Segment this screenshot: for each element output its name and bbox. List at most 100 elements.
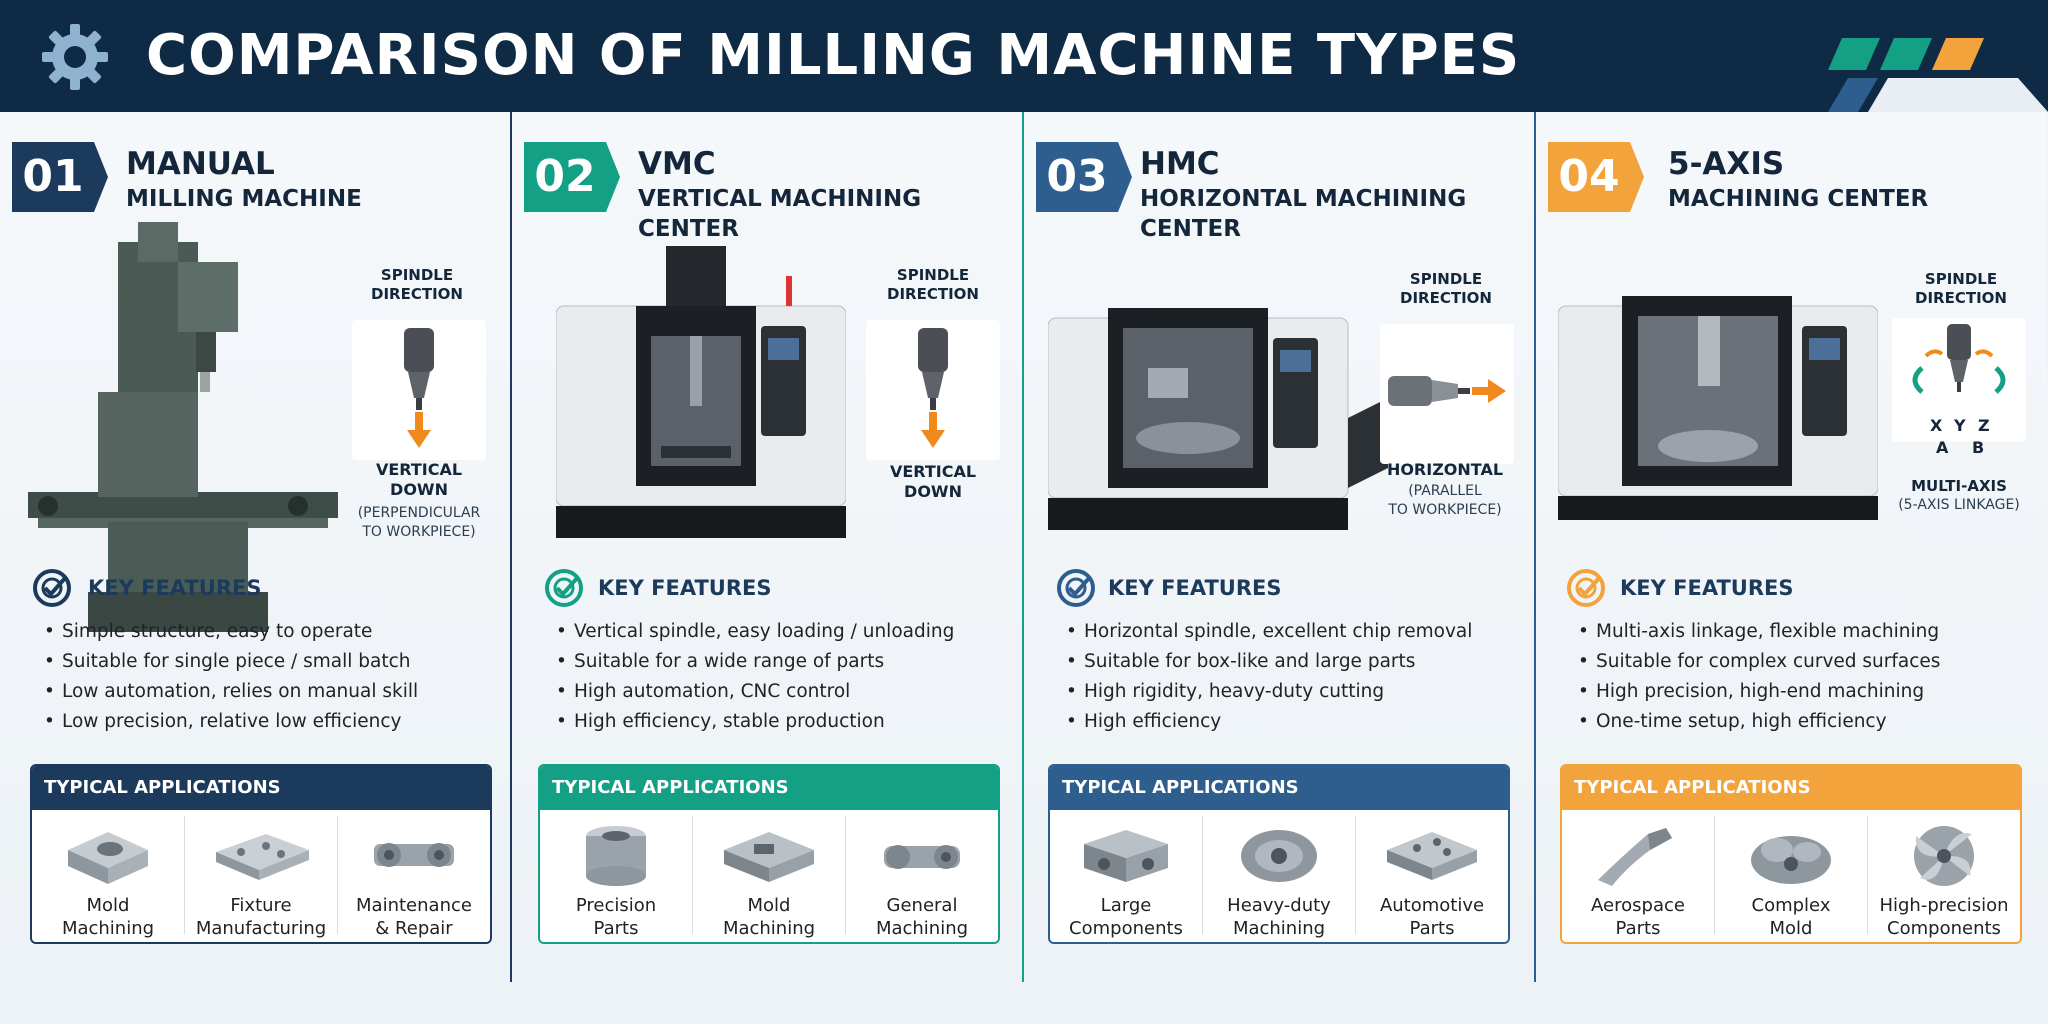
- target-check-icon: [1057, 569, 1095, 607]
- impeller-icon: [1914, 826, 1974, 886]
- spindle-label-line: DIRECTION: [1915, 289, 2007, 307]
- machine-subtitle: MILLING MACHINE: [126, 186, 362, 212]
- spindle-label-line: SPINDLE: [896, 266, 970, 284]
- machine-name: 5-AXIS: [1668, 146, 1785, 182]
- label-line: Parts: [593, 918, 639, 939]
- number-badge: 04: [1548, 142, 1644, 212]
- gear-icon: [42, 24, 108, 90]
- features-list: Horizontal spindle, excellent chip remov…: [1062, 617, 1512, 737]
- fixture-plate-icon: [216, 834, 309, 880]
- spindle-label-line: DIRECTION: [1400, 289, 1492, 307]
- direction-line: HORIZONTAL: [1386, 460, 1504, 479]
- label-line: Aerospace: [1591, 895, 1685, 916]
- spindle-direction: HORIZONTAL: [1370, 460, 1520, 480]
- 5-axis-machine-illustration: [1558, 296, 1878, 520]
- mold-plate-icon: [724, 832, 814, 882]
- cell-divider: [337, 816, 338, 934]
- application-label: Maintenance& Repair: [338, 894, 490, 940]
- cell-divider: [1202, 816, 1203, 934]
- note-line: (PARALLEL: [1408, 483, 1482, 499]
- decorative-stripes: [1828, 38, 1984, 70]
- spindle-diagram: [1380, 324, 1514, 464]
- automotive-part-icon: [1387, 832, 1477, 880]
- badge-number: 03: [1046, 151, 1108, 202]
- cell-divider: [1867, 816, 1868, 934]
- axis-a: A: [1936, 438, 1949, 457]
- aerospace-part-icon: [1598, 828, 1672, 886]
- repair-part-icon: [374, 843, 454, 867]
- spindle-diagram: [866, 320, 1000, 460]
- label-line: Components: [1887, 918, 2001, 939]
- label-line: Machining: [722, 918, 816, 939]
- feature-item: Low automation, relies on manual skill: [40, 677, 490, 707]
- feature-item: Suitable for complex curved surfaces: [1574, 647, 2024, 677]
- label-line: Complex: [1751, 895, 1831, 916]
- complex-mold-icon: [1751, 836, 1831, 884]
- key-features-title: KEY FEATURES: [88, 576, 262, 600]
- applications-title: TYPICAL APPLICATIONS: [1050, 766, 1508, 810]
- badge-number: 01: [22, 151, 84, 202]
- features-list: Simple structure, easy to operate Suitab…: [40, 617, 490, 737]
- page-header: COMPARISON OF MILLING MACHINE TYPES: [0, 0, 2048, 112]
- spindle-label-line: SPINDLE: [1924, 270, 1998, 288]
- spindle-label-line: DIRECTION: [371, 285, 463, 303]
- spindle-horizontal-icon: [1388, 376, 1506, 406]
- applications-title: TYPICAL APPLICATIONS: [540, 766, 998, 810]
- general-part-icon: [884, 845, 960, 869]
- cell-divider: [692, 816, 693, 934]
- vmc-machine-illustration: [556, 246, 846, 538]
- number-badge: 02: [524, 142, 620, 212]
- feature-item: High efficiency: [1062, 707, 1512, 737]
- machine-subtitle: MACHINING CENTER: [1668, 186, 1929, 212]
- feature-item: Vertical spindle, easy loading / unloadi…: [552, 617, 1002, 647]
- application-item: Maintenance& Repair: [338, 810, 490, 940]
- column-vmc: 02 VMC VERTICAL MACHINING CENTER SPINDLE…: [512, 112, 1024, 982]
- number-badge: 01: [12, 142, 108, 212]
- label-line: Mold: [86, 895, 130, 916]
- cell-divider: [1714, 816, 1715, 934]
- label-line: Large: [1100, 895, 1152, 916]
- feature-item: Suitable for single piece / small batch: [40, 647, 490, 677]
- label-line: Precision: [575, 895, 657, 916]
- badge-number: 02: [534, 151, 596, 202]
- label-line: Mold: [747, 895, 791, 916]
- column-divider: [1534, 112, 1536, 982]
- label-line: Automotive: [1379, 895, 1485, 916]
- axis-x: X: [1930, 416, 1943, 435]
- precision-part-icon: [586, 826, 646, 886]
- direction-line: VERTICAL: [375, 460, 463, 479]
- features-list: Multi-axis linkage, flexible machining S…: [1574, 617, 2024, 737]
- label-line: Fixture: [230, 895, 292, 916]
- features-list: Vertical spindle, easy loading / unloadi…: [552, 617, 1002, 737]
- label-line: & Repair: [375, 918, 453, 939]
- mold-part-icon: [68, 832, 148, 884]
- label-line: Components: [1069, 918, 1183, 939]
- axis-b: B: [1972, 438, 1985, 457]
- key-features-title: KEY FEATURES: [1108, 576, 1282, 600]
